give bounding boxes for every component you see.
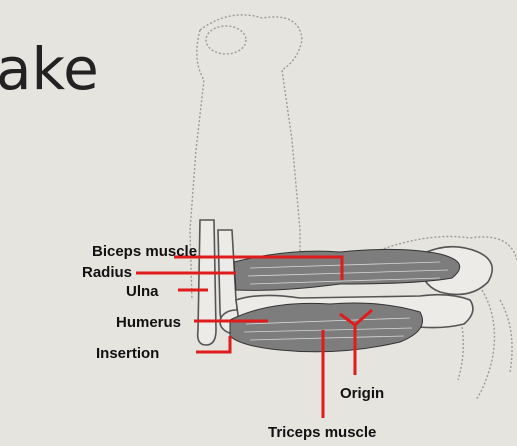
triceps-muscle (230, 303, 423, 352)
label-biceps-muscle: Biceps muscle (92, 243, 197, 260)
label-triceps-muscle: Triceps muscle (268, 424, 376, 441)
label-insertion: Insertion (96, 345, 159, 362)
label-ulna: Ulna (126, 283, 159, 300)
label-humerus: Humerus (116, 314, 181, 331)
label-origin: Origin (340, 385, 384, 402)
label-radius: Radius (82, 264, 132, 281)
